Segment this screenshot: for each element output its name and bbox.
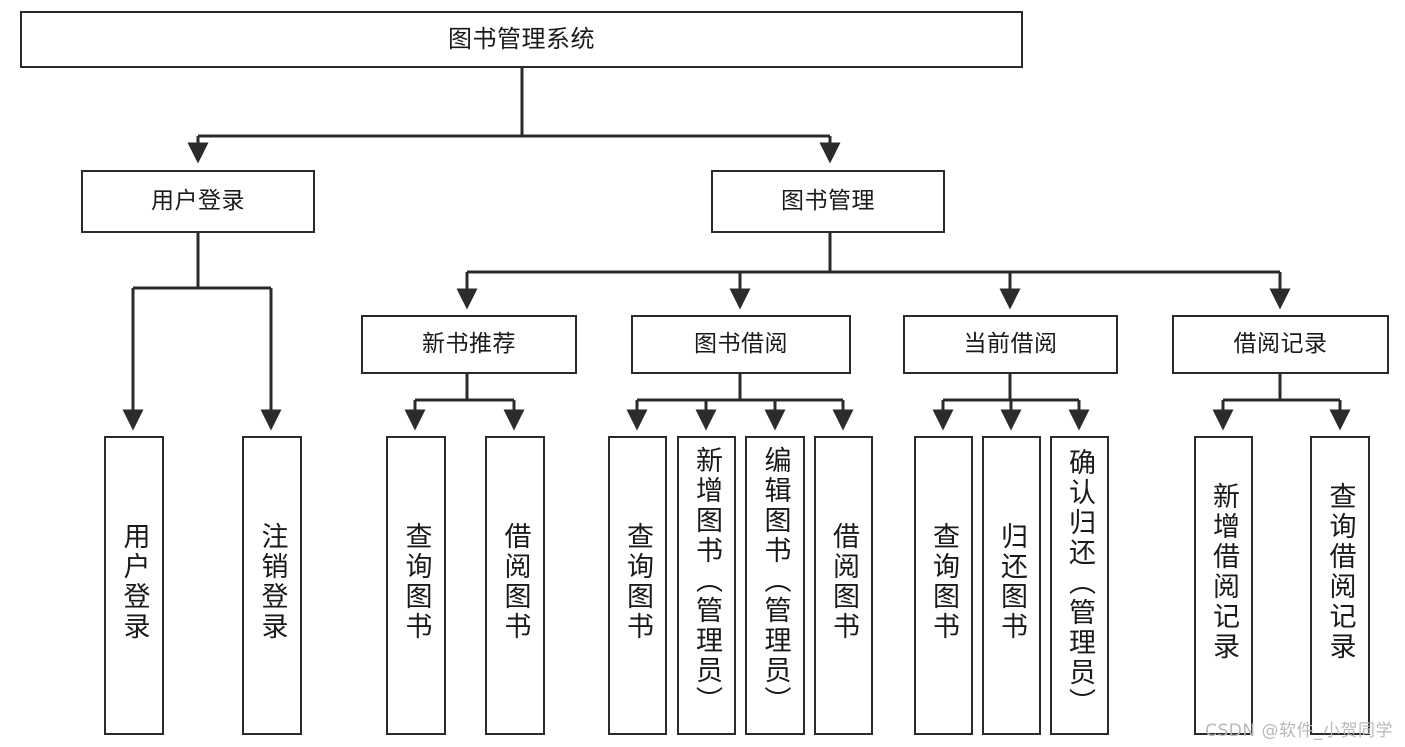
node-label: 查询图书: [622, 522, 653, 642]
node-label: 用户登录: [118, 522, 150, 642]
node-leaf-add-book-admin[interactable]: 新增图书（管理员）: [677, 436, 736, 735]
node-label: 确认归还（管理员）: [1064, 448, 1095, 718]
node-label: 查询图书: [928, 522, 959, 642]
node-label: 新增图书（管理员）: [691, 446, 722, 716]
node-label: 图书管理: [781, 187, 875, 214]
node-label: 注销登录: [256, 522, 288, 642]
node-current-borrowing[interactable]: 当前借阅: [903, 315, 1118, 374]
node-label: 图书管理系统: [448, 25, 595, 54]
node-leaf-borrow-books-recommend[interactable]: 借阅图书: [485, 436, 545, 735]
node-leaf-user-login[interactable]: 用户登录: [104, 436, 164, 735]
node-leaf-query-books-borrow[interactable]: 查询图书: [608, 436, 667, 735]
node-label: 图书借阅: [694, 330, 788, 357]
node-root-book-management-system[interactable]: 图书管理系统: [20, 11, 1023, 68]
node-user-login[interactable]: 用户登录: [81, 170, 315, 233]
node-label: 查询图书: [400, 522, 432, 642]
node-leaf-borrow-books[interactable]: 借阅图书: [814, 436, 873, 735]
node-label: 借阅图书: [499, 522, 531, 642]
node-leaf-query-borrow-record[interactable]: 查询借阅记录: [1310, 436, 1370, 735]
node-label: 新增借阅记录: [1208, 482, 1239, 662]
node-label: 用户登录: [151, 187, 245, 214]
node-leaf-edit-book-admin[interactable]: 编辑图书（管理员）: [745, 436, 805, 735]
node-label: 查询借阅记录: [1324, 482, 1356, 662]
node-new-book-recommendation[interactable]: 新书推荐: [361, 315, 577, 374]
node-leaf-query-books-current[interactable]: 查询图书: [914, 436, 973, 735]
node-leaf-add-borrow-record[interactable]: 新增借阅记录: [1194, 436, 1253, 735]
node-label: 编辑图书（管理员）: [759, 446, 791, 716]
node-label: 借阅图书: [828, 522, 859, 642]
node-leaf-query-books-recommend[interactable]: 查询图书: [386, 436, 446, 735]
node-book-management[interactable]: 图书管理: [711, 170, 945, 233]
node-borrowing-records[interactable]: 借阅记录: [1172, 315, 1389, 374]
node-leaf-confirm-return-admin[interactable]: 确认归还（管理员）: [1050, 436, 1109, 735]
node-book-borrowing[interactable]: 图书借阅: [631, 315, 851, 374]
node-label: 新书推荐: [422, 330, 516, 357]
watermark: CSDN @软件_小贺同学: [1205, 721, 1393, 741]
node-leaf-logout[interactable]: 注销登录: [242, 436, 302, 735]
node-label: 归还图书: [996, 522, 1027, 642]
node-label: 借阅记录: [1233, 330, 1328, 357]
node-label: 当前借阅: [963, 330, 1058, 357]
node-leaf-return-books[interactable]: 归还图书: [982, 436, 1041, 735]
